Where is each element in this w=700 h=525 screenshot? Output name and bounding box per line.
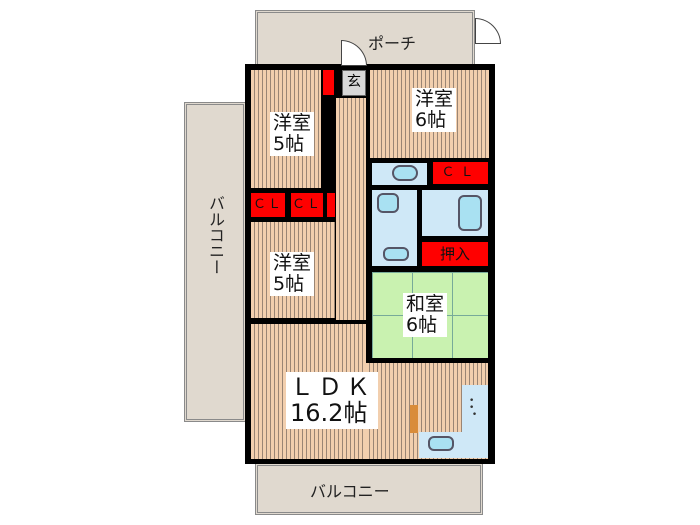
closet-cl-2: ＣＬ bbox=[291, 193, 323, 217]
washing-machine bbox=[383, 247, 409, 261]
closet-small bbox=[327, 193, 335, 217]
balcony-left-label: バルコニー bbox=[206, 195, 225, 275]
room-name: ＬＤＫ bbox=[290, 373, 374, 401]
oshiire-closet: 押入 bbox=[422, 242, 488, 266]
toilet-fixture bbox=[392, 165, 418, 181]
closet-cl-1: ＣＬ bbox=[251, 193, 285, 217]
shoe-closet bbox=[323, 70, 334, 95]
porch-label: ポーチ bbox=[368, 34, 417, 53]
room-name: 洋室 bbox=[415, 88, 454, 110]
balcony-bottom bbox=[255, 463, 483, 515]
room-size: 5帖 bbox=[273, 132, 305, 155]
closet-cl-3: ＣＬ bbox=[433, 162, 488, 184]
room-name: 洋室 bbox=[273, 252, 312, 274]
room-name: 洋室 bbox=[273, 112, 312, 134]
room-size: 6帖 bbox=[415, 108, 447, 131]
room-size: 6帖 bbox=[406, 313, 438, 336]
entrance: 玄 bbox=[342, 70, 366, 96]
japanese-room bbox=[372, 272, 488, 358]
washbasin bbox=[377, 193, 399, 213]
kitchen-stove: • • • bbox=[469, 396, 478, 420]
bathtub bbox=[458, 195, 482, 231]
room-name: 和室 bbox=[406, 293, 445, 315]
balcony-left bbox=[184, 102, 246, 422]
kitchen-sink bbox=[428, 436, 454, 451]
balcony-bottom-label: バルコニー bbox=[310, 482, 390, 501]
kitchen-cabinet bbox=[410, 405, 418, 433]
porch-gate-door[interactable] bbox=[475, 18, 501, 44]
room-size: 5帖 bbox=[273, 272, 305, 295]
room-size: 16.2帖 bbox=[290, 399, 368, 428]
hallway bbox=[336, 98, 366, 320]
